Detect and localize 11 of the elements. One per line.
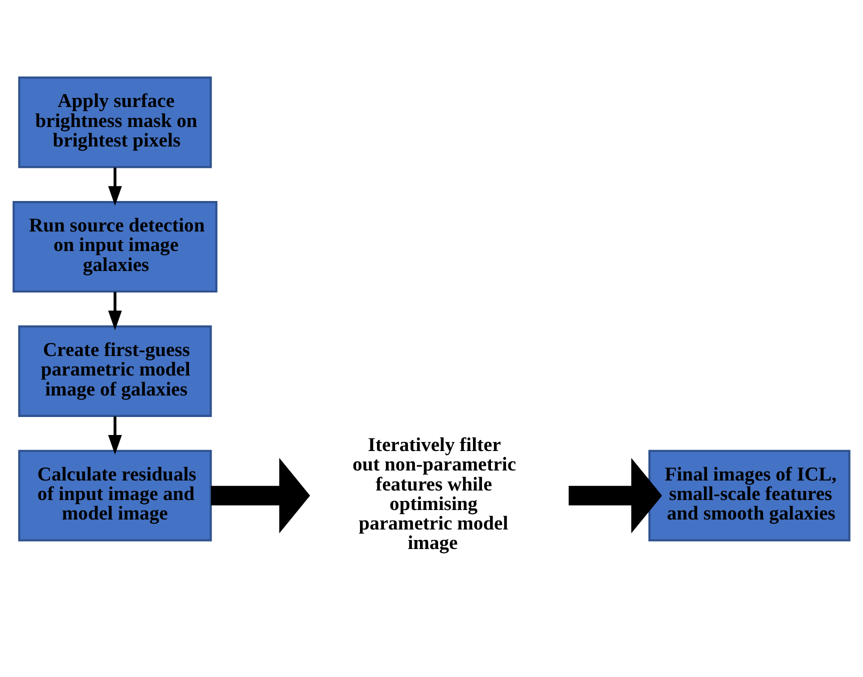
arrow [568,457,662,533]
node-text: Iteratively filter out non-parametric features while optimising parametric model image [352,434,516,554]
node-box: Apply surface brightness mask on brightest pixels [18,76,212,168]
arrow [108,291,122,330]
node-box: Run source detection on input image galaxies [12,200,218,292]
arrow [210,457,310,533]
node-box: Create first-guess parametric model image of galaxies [18,324,212,416]
arrow [108,167,122,206]
node-box: Calculate residuals of input image and model image [18,449,212,541]
node-box: Final images of ICL, small-scale features and smooth galaxies [648,449,850,541]
arrow [108,416,122,454]
